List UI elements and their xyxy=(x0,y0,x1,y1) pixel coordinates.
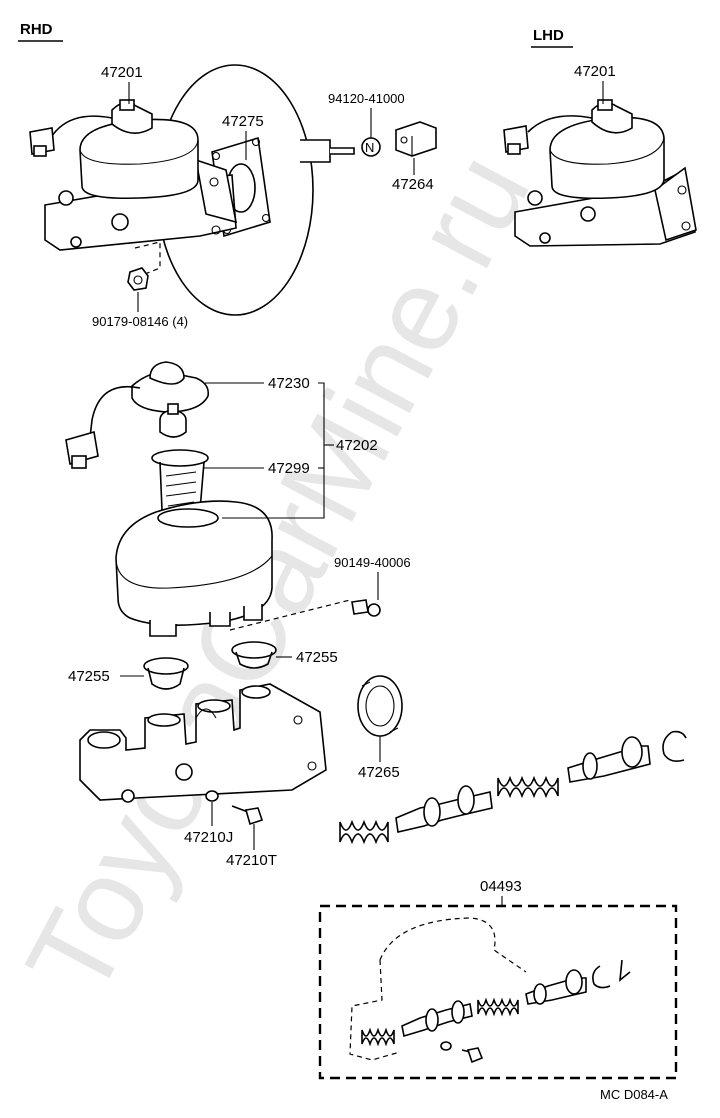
label-47264: 47264 xyxy=(392,176,434,193)
cup-47265 xyxy=(357,675,403,737)
lhd-master-cylinder xyxy=(503,99,697,247)
kit-spring-1 xyxy=(361,1027,395,1047)
label-90179-08146: 90179-08146 (4) xyxy=(92,314,188,329)
label-47202: 47202 xyxy=(336,437,378,454)
grommet-47255-right xyxy=(231,641,277,669)
label-47210T: 47210T xyxy=(226,852,277,869)
snap-ring xyxy=(662,730,687,762)
bolt-47210T xyxy=(231,805,264,826)
label-47265: 47265 xyxy=(358,764,400,781)
kit-piston-primary xyxy=(525,969,587,1005)
kit-bolt xyxy=(461,1047,484,1064)
label-90149-40006: 90149-40006 xyxy=(334,555,411,570)
rhd-nut-90179 xyxy=(127,267,149,291)
kit-snap-ring xyxy=(592,965,611,989)
master-cylinder-body xyxy=(79,683,327,803)
kit-clip xyxy=(619,959,631,982)
rhd-master-cylinder xyxy=(29,99,238,251)
rhd-clevis-47264 xyxy=(395,121,437,157)
label-47255-left: 47255 xyxy=(68,668,110,685)
gasket-47210J xyxy=(205,790,219,802)
label-47201-lhd: 47201 xyxy=(574,63,616,80)
repair-kit-box xyxy=(318,904,678,1080)
kit-gasket xyxy=(440,1041,452,1051)
label-47275: 47275 xyxy=(222,113,264,130)
label-47201-rhd: 47201 xyxy=(101,64,143,81)
label-47210J: 47210J xyxy=(184,829,233,846)
reservoir-cap-47230 xyxy=(89,361,210,439)
label-47255-right: 47255 xyxy=(296,649,338,666)
label-47299: 47299 xyxy=(268,460,310,477)
grommet-47255-left xyxy=(143,657,189,690)
bracket-47202 xyxy=(222,382,325,519)
rhd-nut-94120: N xyxy=(361,137,381,157)
screw-90149 xyxy=(351,599,381,617)
rhd-bolt-guide xyxy=(134,241,161,277)
label-04493: 04493 xyxy=(480,878,522,895)
lhd-header: LHD xyxy=(533,27,564,44)
reservoir-tank xyxy=(115,500,273,637)
spring-1 xyxy=(339,819,389,845)
connector-plug xyxy=(65,430,99,469)
rhd-header: RHD xyxy=(20,21,53,38)
piston-primary xyxy=(567,736,651,783)
kit-piston-secondary xyxy=(401,1000,473,1038)
kit-spring-2 xyxy=(477,997,519,1017)
screw-guide xyxy=(229,599,351,631)
diagram-code: MC D084-A xyxy=(600,1087,668,1102)
kit-contents xyxy=(349,917,631,1064)
reservoir-float xyxy=(159,403,187,438)
label-47230: 47230 xyxy=(268,375,310,392)
piston-kit-parts xyxy=(339,730,687,845)
label-94120-41000: 94120-41000 xyxy=(328,91,405,106)
spring-2 xyxy=(497,775,559,799)
nut-mark: N xyxy=(365,140,374,155)
piston-secondary xyxy=(395,785,493,833)
